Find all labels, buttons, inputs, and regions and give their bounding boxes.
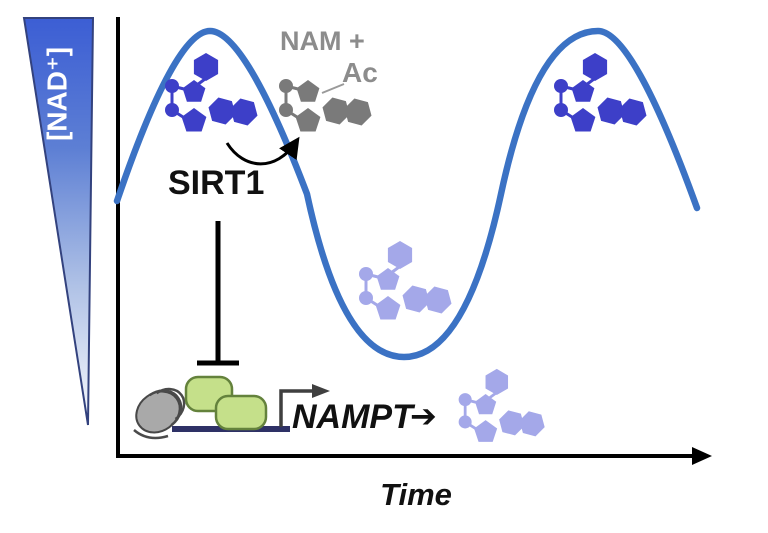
transcription-start-arrow-icon (279, 384, 330, 427)
x-axis-arrowhead-icon (692, 447, 712, 465)
time-axis-label: Time (380, 477, 452, 512)
inhibition-tbar-icon (197, 221, 239, 366)
nad-faded-molecule-icon (459, 369, 545, 442)
rightwards-arrow-icon: ➔ (410, 398, 437, 434)
nad-gradient-triangle-icon (22, 17, 95, 426)
nam-label: NAM + (280, 26, 365, 56)
dna-tail-line (133, 429, 169, 440)
nad-axis-label: [NAD⁺] (42, 47, 73, 141)
ac-label: Ac (342, 57, 378, 88)
nampt-label: NAMPT (292, 398, 416, 436)
nad-oscillation-wave (113, 27, 701, 361)
reaction-arrow-icon (225, 136, 300, 166)
nucleosome-icon (135, 387, 186, 434)
nad-faded-molecule-icon (359, 241, 452, 320)
transcription-factor-icon (214, 394, 268, 431)
ac-pointer-line (321, 83, 345, 94)
sirt1-label: SIRT1 (168, 164, 264, 202)
